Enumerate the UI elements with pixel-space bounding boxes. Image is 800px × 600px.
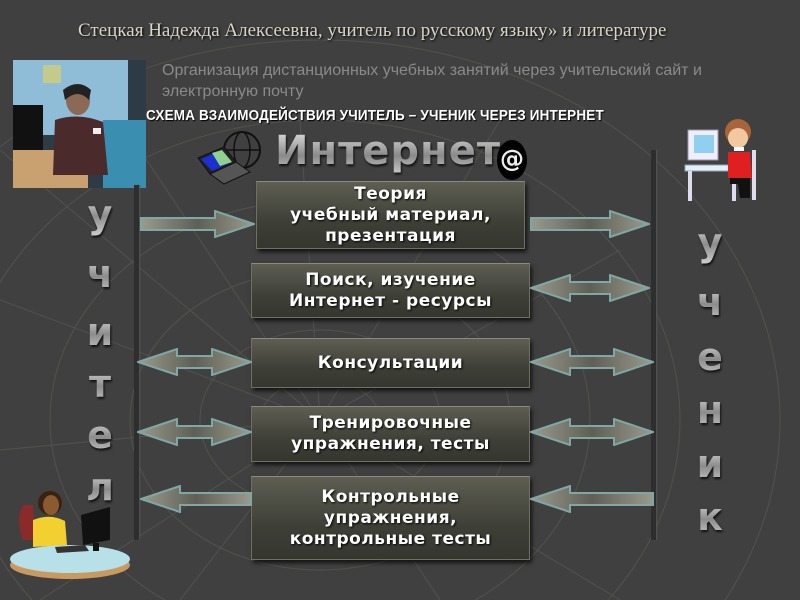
arrow-double-icon — [137, 418, 252, 446]
laptop-globe-icon — [197, 131, 261, 185]
author-heading: Стецкая Надежда Алексеевна, учитель по р… — [78, 20, 667, 41]
arrow-double-icon — [530, 274, 650, 302]
arrow-right-icon — [140, 210, 255, 238]
teacher-letter: у — [80, 192, 120, 236]
arrow-left-icon — [530, 485, 654, 513]
box-search: Поиск, изучение Интернет - ресурсы — [251, 263, 530, 318]
arrow-double-icon — [530, 418, 654, 446]
teacher-desk-icon — [10, 491, 130, 579]
box-control: Контрольные упражнения, контрольные тест… — [251, 476, 530, 560]
teacher-letter: т — [80, 362, 120, 406]
student-letter: н — [690, 388, 730, 432]
student-computer-icon — [684, 119, 756, 201]
box-consultations: Консультации — [251, 338, 530, 388]
scheme-title: СХЕМА ВЗАИМОДЕЙСТВИЯ УЧИТЕЛЬ – УЧЕНИК ЧЕ… — [146, 108, 604, 124]
box-theory: Теория учебный материал, презентация — [256, 181, 525, 249]
teacher-photo — [13, 60, 146, 188]
arrow-right-icon — [530, 210, 650, 238]
arrow-left-icon — [140, 485, 252, 513]
teacher-letter: ч — [80, 252, 120, 296]
student-letter: у — [690, 220, 730, 264]
internet-title: Интернет — [275, 128, 502, 174]
student-letter: ч — [690, 280, 730, 324]
student-line — [651, 150, 656, 540]
box-training: Тренировочные упражнения, тесты — [251, 406, 530, 462]
teacher-letter: и — [80, 310, 120, 354]
at-icon: @ — [497, 140, 527, 180]
arrow-double-icon — [137, 348, 252, 376]
student-letter: и — [690, 442, 730, 486]
arrow-double-icon — [530, 348, 654, 376]
student-letter: к — [690, 495, 730, 539]
subtitle: Организация дистанционных учебных заняти… — [162, 62, 702, 100]
teacher-letter: л — [80, 465, 120, 509]
teacher-letter: е — [80, 413, 120, 457]
student-letter: е — [690, 335, 730, 379]
